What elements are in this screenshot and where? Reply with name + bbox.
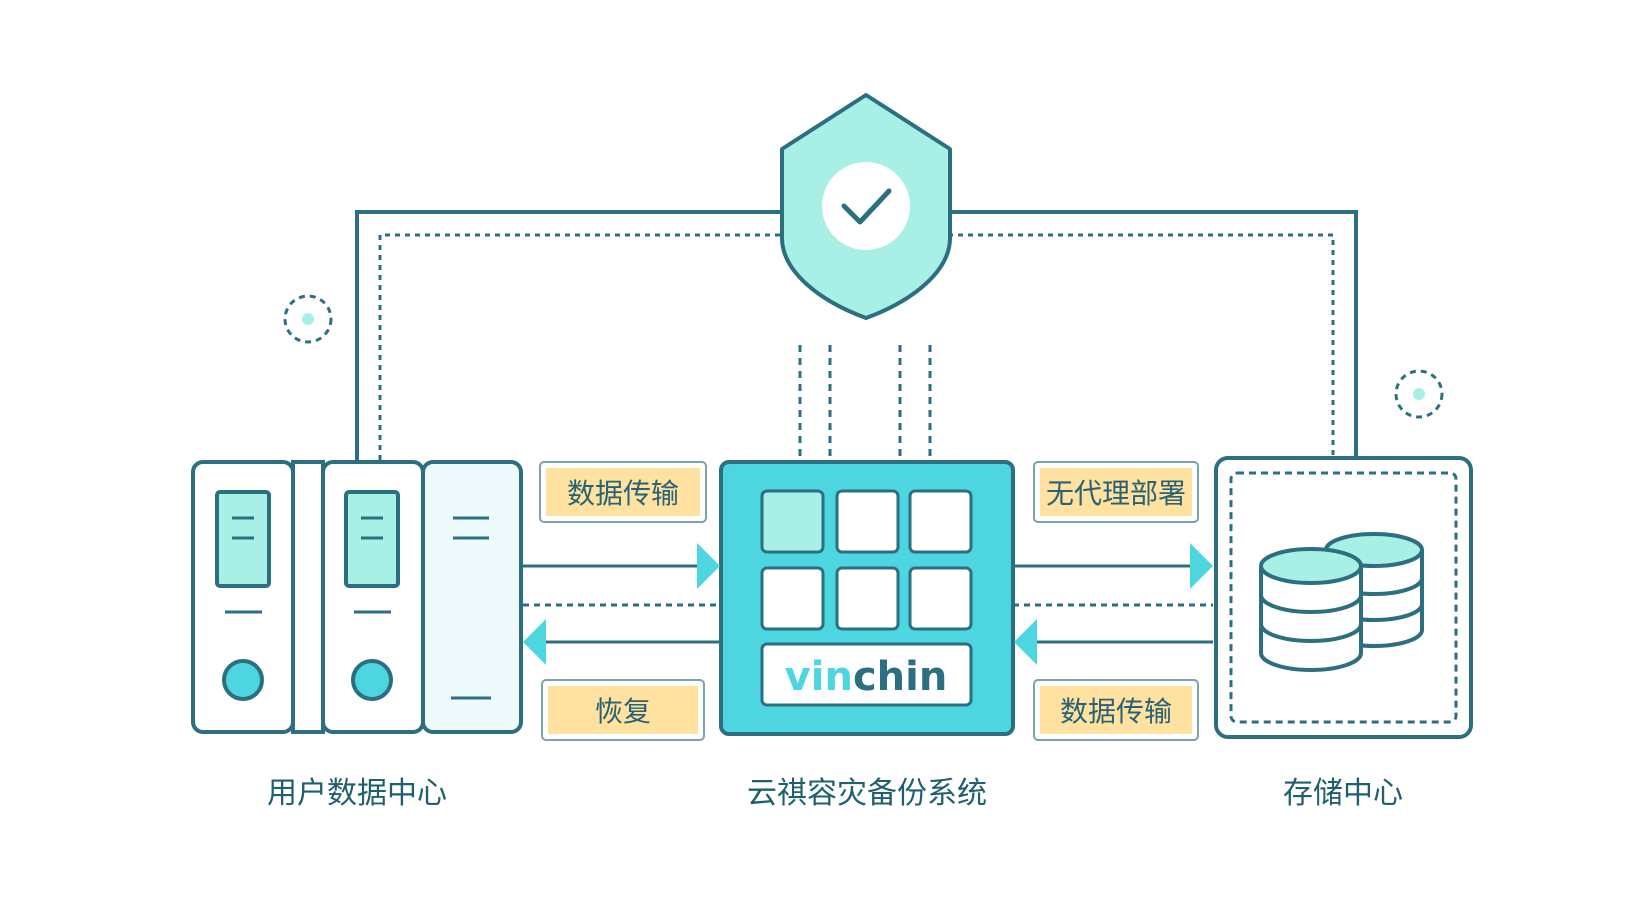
tag-left-bottom-text: 恢复 — [595, 695, 651, 728]
label-user-data-center: 用户数据中心 — [267, 776, 447, 811]
tag-right-bottom: 数据传输 — [1033, 679, 1199, 741]
tag-right-bottom-text: 数据传输 — [1060, 695, 1172, 728]
arrow-transfer-right-to-center — [1014, 619, 1213, 665]
tag-left-top: 数据传输 — [539, 461, 707, 523]
database-stack-icon — [1259, 532, 1424, 672]
app-grid-icon — [719, 460, 1015, 736]
top-connector-line — [355, 210, 1358, 460]
vinchin-logo: vinchin — [785, 654, 948, 700]
label-backup-system: 云祺容灾备份系统 — [747, 776, 987, 811]
tag-right-top: 无代理部署 — [1033, 461, 1199, 523]
vertical-dotted-lines — [798, 345, 932, 462]
tag-left-bottom: 恢复 — [541, 679, 705, 741]
arrow-deploy-center-to-right — [1013, 543, 1213, 589]
arrow-transfer-left-to-center — [523, 543, 720, 589]
logo-text-dark: chin — [853, 654, 947, 700]
tag-right-top-text: 无代理部署 — [1046, 477, 1186, 510]
top-dotted-connector-line — [378, 233, 1335, 460]
decorative-circle-left — [283, 294, 333, 344]
decorative-circle-right — [1394, 369, 1444, 419]
logo-text-light: vin — [785, 654, 853, 700]
server-rack-icon — [191, 460, 523, 734]
tag-left-top-text: 数据传输 — [567, 477, 679, 510]
label-storage-center: 存储中心 — [1283, 776, 1403, 811]
arrow-restore-center-to-left — [523, 619, 720, 665]
shield-check-icon — [780, 93, 952, 320]
